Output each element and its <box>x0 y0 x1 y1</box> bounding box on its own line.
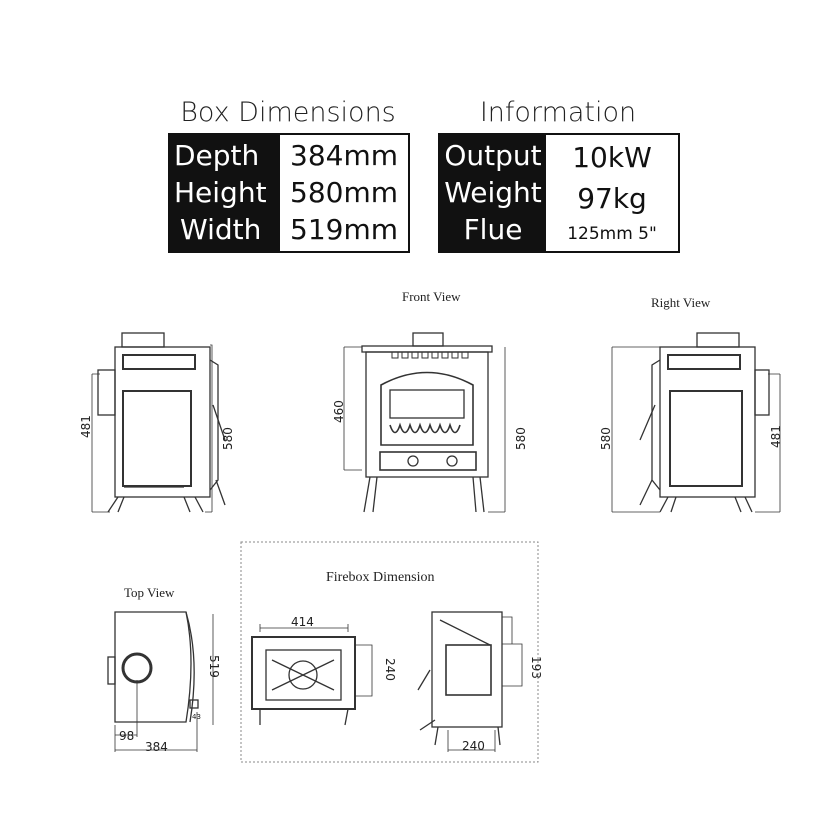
dim-384-top: 384 <box>145 740 168 754</box>
flue-label: Flue <box>463 213 523 247</box>
dim-481-left: 481 <box>79 415 93 438</box>
depth-value: 384mm <box>290 138 398 172</box>
firebox-title: Firebox Dimension <box>326 570 435 585</box>
output-label: Output <box>444 138 542 172</box>
height-value: 580mm <box>290 175 398 209</box>
flue-value: 125mm 5" <box>567 223 657 244</box>
firebox-dimension: Firebox Dimension 414 240 193 240 <box>240 541 543 763</box>
dim-580-left: 580 <box>221 427 235 450</box>
box-dimensions-title: Box Dimensions <box>180 97 396 128</box>
box-dimensions-table: Depth Height Width 384mm 580mm 519mm <box>168 133 410 253</box>
dim-240-firebox: 240 <box>383 658 397 681</box>
width-value: 519mm <box>290 213 398 247</box>
height-label: Height <box>174 175 267 209</box>
right-view: Right View 580 481 <box>599 295 783 513</box>
information-table: Output Weight Flue 10kW 97kg 125mm 5" <box>438 133 680 253</box>
dim-481-right: 481 <box>769 425 783 448</box>
information-title: Information <box>479 97 637 128</box>
dim-240-side-firebox: 240 <box>462 739 485 753</box>
dim-460-front: 460 <box>332 400 346 423</box>
front-view: Front View 460 580 <box>332 289 528 513</box>
weight-value: 97kg <box>577 181 647 215</box>
dim-98-top: 98 <box>119 729 134 743</box>
depth-label: Depth <box>174 138 260 172</box>
dim-519-top: 519 <box>207 655 221 678</box>
left-side-view: 481 580 <box>79 332 235 513</box>
front-view-title: Front View <box>402 289 461 304</box>
dim-43-top: 43 <box>192 713 201 721</box>
top-view-title: Top View <box>124 585 175 600</box>
top-view: Top View 519 384 98 43 <box>107 585 221 754</box>
dim-580-right: 580 <box>599 427 613 450</box>
dim-193-firebox: 193 <box>529 656 543 679</box>
output-value: 10kW <box>572 140 652 174</box>
weight-label: Weight <box>444 175 542 209</box>
width-label: Width <box>180 213 262 247</box>
dim-414-firebox: 414 <box>291 615 314 629</box>
right-view-title: Right View <box>651 295 711 310</box>
dim-580-front: 580 <box>514 427 528 450</box>
